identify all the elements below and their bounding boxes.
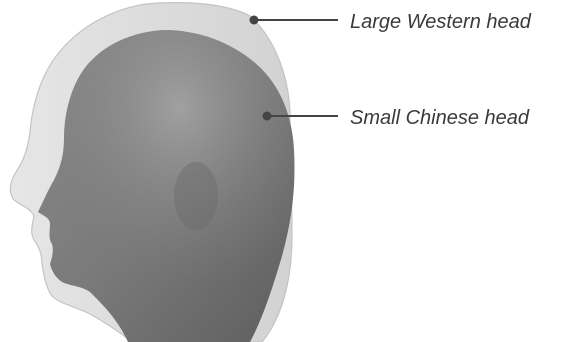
small-head-ear-shadow — [174, 162, 218, 230]
small-head-anchor-dot — [263, 112, 272, 121]
large-western-head-label: Large Western head — [350, 12, 531, 32]
large-head-anchor-dot — [250, 16, 259, 25]
small-chinese-head-label: Small Chinese head — [350, 108, 529, 128]
